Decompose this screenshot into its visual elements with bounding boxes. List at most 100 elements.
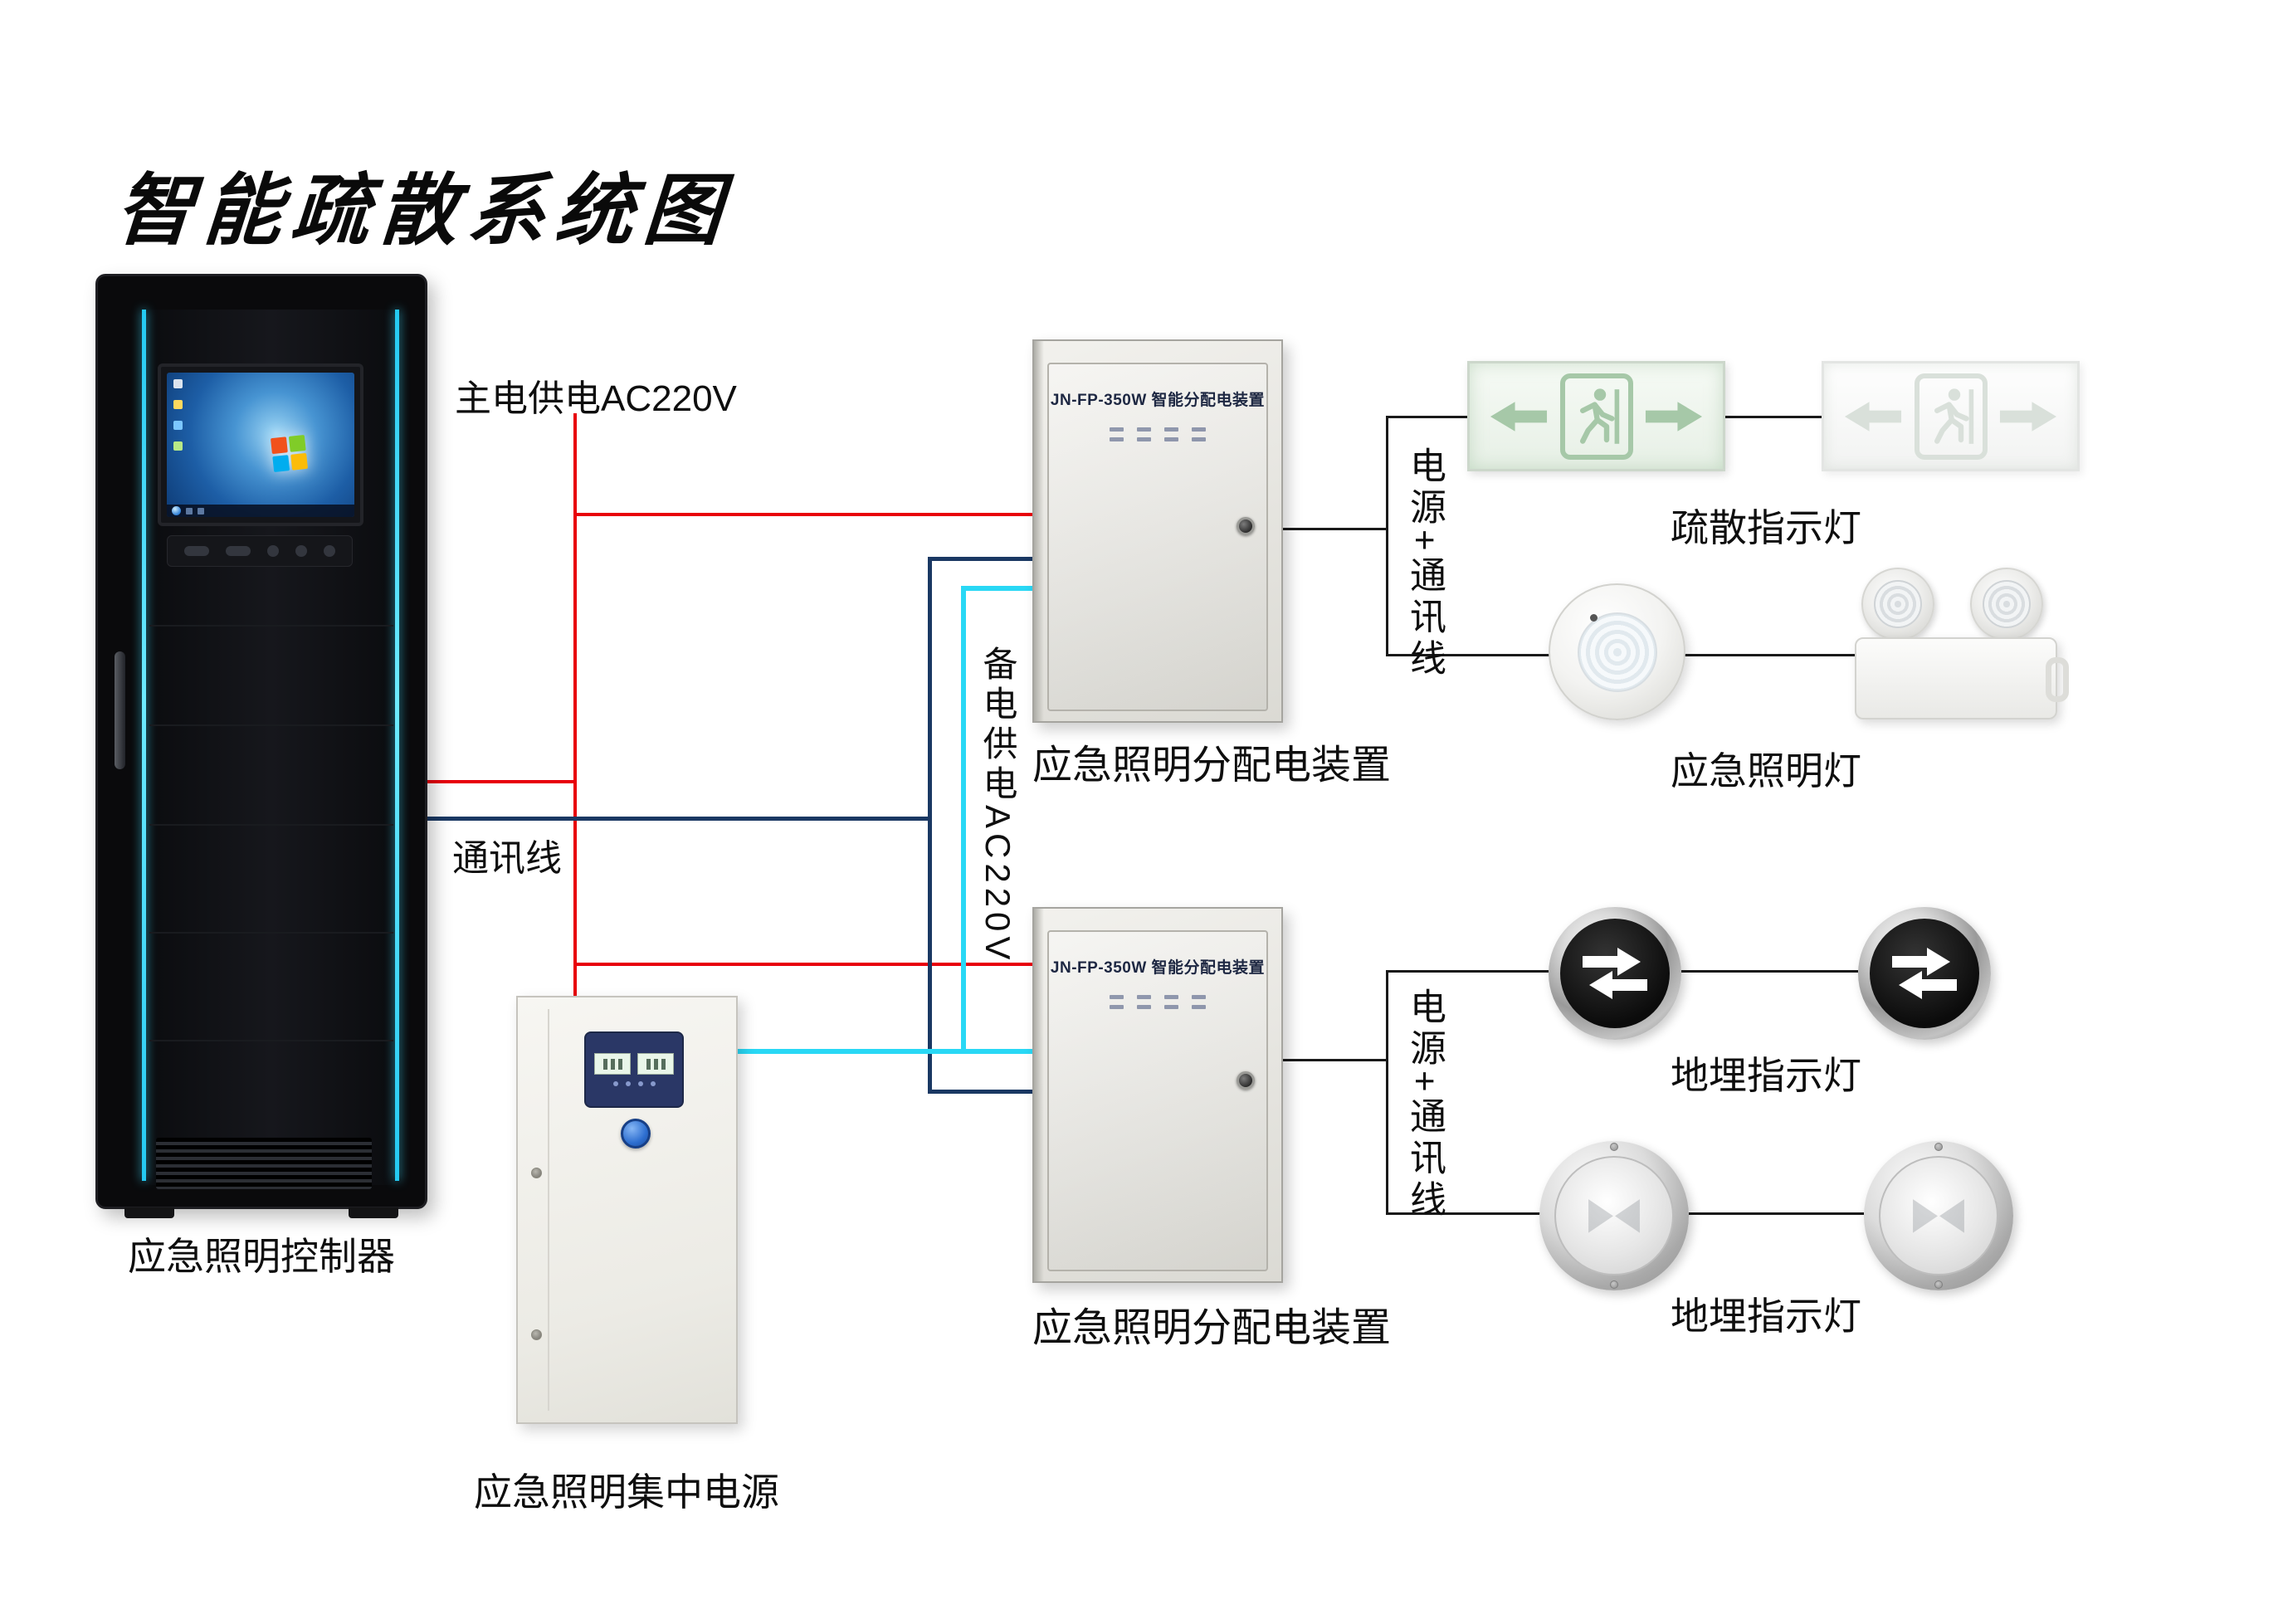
taskbar [167,505,354,517]
exit-sign-right [1822,361,2080,471]
cabinet-control-panel [167,535,353,567]
wire-comm-to-distbox-bottom [928,1090,1036,1094]
twin-lamp-head-left [1861,568,1934,641]
double-arrow-icon [1892,948,1957,999]
lamp-reflector-icon [1983,580,2031,628]
link-between-exit-signs [1725,416,1822,418]
dist-box-top-door [1047,363,1268,711]
psu-display-2 [637,1053,674,1075]
label-exit-signs: 疏散指示灯 [1671,506,1861,549]
link-bracket-top-vertical [1386,416,1388,656]
page-title: 智能疏散系统图 [112,165,735,256]
label-main-power: 主电供电AC220V [455,378,737,419]
arrow-right-icon [1999,401,2056,432]
label-comm-line: 通讯线 [452,838,562,879]
wire-main-power-to-cabinet [426,780,577,783]
dist-box-top-lock-knob [1237,517,1255,535]
ground-light-black-1 [1549,907,1681,1040]
ceiling-emergency-light [1549,583,1685,720]
exit-door-panel [1914,373,1988,460]
psu-control-panel [584,1031,684,1108]
exit-door-panel [1559,373,1633,460]
ground-light-glass [1554,1156,1674,1275]
ground-light-face [1870,919,1979,1028]
psu-indicator-leds [612,1081,656,1086]
ground-light-steel-1 [1539,1141,1689,1290]
etched-arrow-icon [1588,1198,1640,1233]
label-controller: 应急照明控制器 [128,1235,395,1278]
ground-light-steel-2 [1864,1141,2013,1290]
wire-main-power-to-distbox-bottom [573,963,1036,966]
desktop-icons [173,379,183,451]
exit-sign-left [1467,361,1725,471]
cyan-light-strip-right [395,310,399,1181]
dist-box-bottom: JN-FP-350W 智能分配电装置 [1032,907,1283,1283]
dist-box-bottom-indicators [1110,995,1206,1009]
arrow-left-icon [1845,401,1902,432]
label-dist-box-bottom: 应急照明分配电装置 [1032,1306,1392,1350]
psu-keyhole-lower [531,1329,542,1340]
ground-light-black-2 [1858,907,1991,1040]
dist-box-bottom-lock-knob [1237,1071,1255,1090]
link-distbox-top-stub [1283,528,1386,530]
psu-keyhole-upper [531,1168,542,1178]
cabinet-monitor [158,363,363,526]
dist-box-top-indicators [1110,427,1206,441]
wire-backup-from-psu [736,1049,1036,1054]
status-led [1590,614,1598,622]
arrow-left-icon [1490,401,1548,432]
screw-icon [1934,1280,1943,1289]
dist-box-top-model: JN-FP-350W 智能分配电装置 [1050,392,1266,409]
psu-door-seam [548,1009,549,1411]
wire-comm-from-cabinet [426,817,932,821]
server-cabinet [95,274,427,1209]
wire-main-power-vertical [573,413,577,996]
cabinet-foot-right [349,1207,398,1218]
wire-backup-vertical [961,586,966,1054]
link-to-round-light [1386,654,1552,656]
double-arrow-icon [1583,948,1647,999]
dist-box-top: JN-FP-350W 智能分配电装置 [1032,339,1283,723]
link-distbox-bottom-stub [1283,1059,1386,1061]
screw-icon [1610,1280,1618,1289]
cabinet-vent [156,1138,372,1189]
label-ground-lights-bottom: 地埋指示灯 [1671,1295,1861,1338]
ground-light-face [1560,919,1670,1028]
carry-handle [2046,657,2069,702]
link-between-ground-steel [1689,1212,1864,1215]
link-to-exit-sign [1386,416,1469,418]
wire-comm-to-distbox-top [928,557,1036,561]
label-central-power: 应急照明集中电源 [474,1470,779,1514]
light-diffuser-rings [1577,612,1657,692]
wire-main-power-to-distbox-top [573,513,1036,516]
link-between-ground-black [1681,970,1858,973]
label-dist-box-top: 应急照明分配电装置 [1032,744,1392,788]
monitor-screen [167,373,354,517]
label-ground-lights-top: 地埋指示灯 [1671,1054,1861,1097]
twin-lamp-head-right [1970,568,2043,641]
ground-light-glass [1879,1156,1998,1275]
screw-icon [1934,1143,1943,1151]
wire-backup-to-distbox-top [961,586,1036,591]
arrow-right-icon [1645,401,1702,432]
label-power-comm-bottom: 电源+通讯线 [1404,988,1445,1222]
psu-display-1 [594,1053,631,1075]
link-to-ground-black [1386,970,1549,973]
link-to-ground-steel [1386,1212,1541,1215]
screw-icon [1610,1143,1618,1151]
windows-logo-icon [270,434,308,472]
label-backup-power: 备电供电AC220V [978,646,1017,965]
dist-box-bottom-model: JN-FP-350W 智能分配电装置 [1050,959,1266,977]
running-man-icon [1934,388,1973,444]
etched-arrow-icon [1913,1198,1964,1233]
cabinet-foot-left [124,1207,174,1218]
central-power-box [516,996,738,1424]
cabinet-handle [115,651,125,769]
cyan-light-strip-left [142,310,146,1181]
link-bracket-bottom-vertical [1386,970,1388,1215]
running-man-icon [1579,388,1619,444]
start-orb-icon [172,506,181,515]
label-emergency-lights: 应急照明灯 [1671,749,1861,792]
link-between-emergency-lights [1681,654,1857,656]
